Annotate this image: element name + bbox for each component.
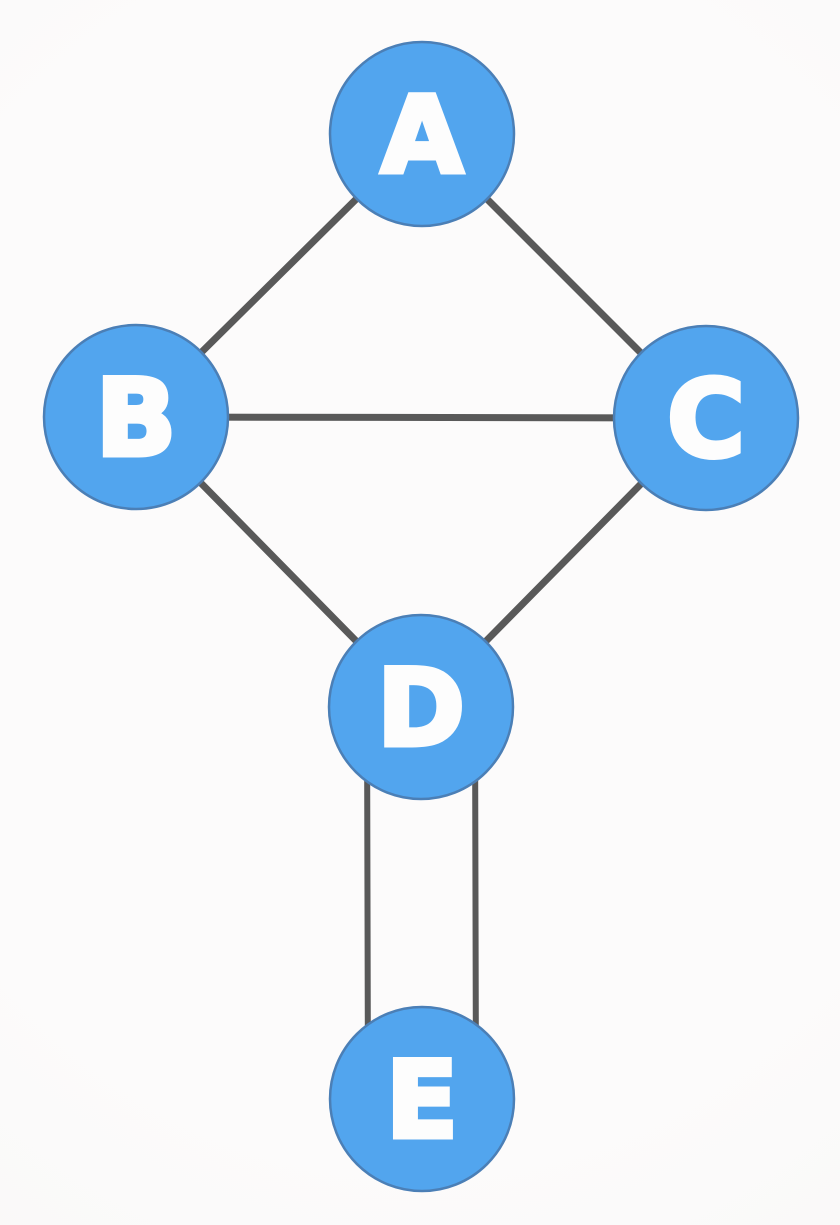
edge-B-C xyxy=(132,413,710,422)
node-E: E xyxy=(328,1005,516,1193)
node-label-D: D xyxy=(377,647,465,770)
node-circle-D xyxy=(327,613,515,801)
node-C: C xyxy=(612,324,800,512)
node-label-A: A xyxy=(381,74,463,197)
node-label-E: E xyxy=(386,1039,458,1162)
node-circle-E xyxy=(328,1005,516,1193)
node-circle-A xyxy=(328,40,516,228)
node-label-B: B xyxy=(96,357,177,480)
node-circle-C xyxy=(612,324,800,512)
node-label-C: C xyxy=(667,358,745,481)
node-A: A xyxy=(328,40,516,228)
node-D: D xyxy=(327,613,515,801)
node-B: B xyxy=(42,323,230,511)
node-circle-B xyxy=(42,323,230,511)
